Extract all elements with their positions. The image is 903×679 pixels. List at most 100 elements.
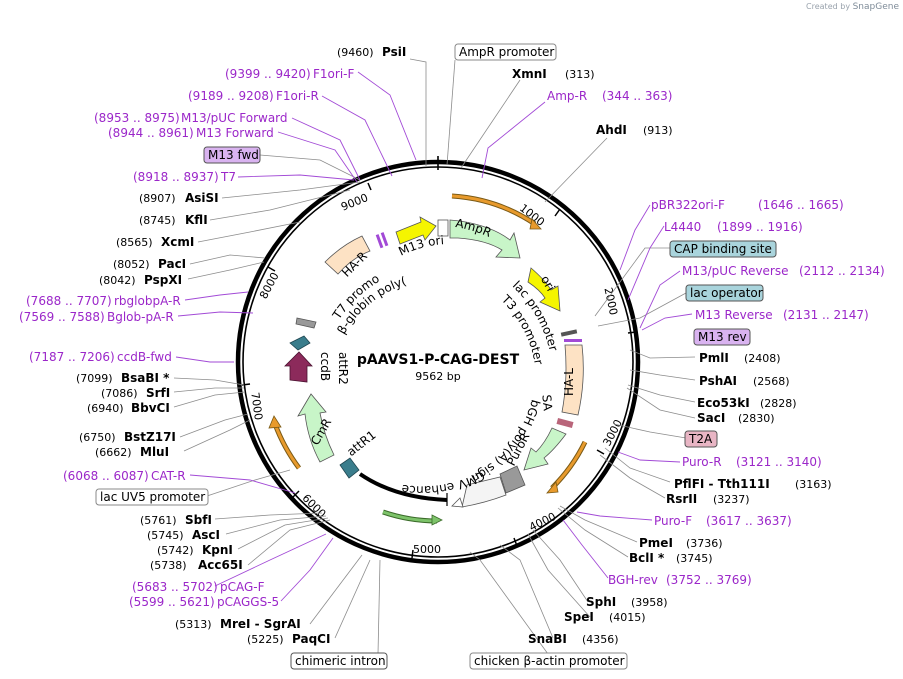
lead-pcaggs-5 xyxy=(280,537,334,602)
box-chimeric-intron[interactable]: chimeric intron xyxy=(290,652,388,670)
enzyme-srfi[interactable]: (7086)SrfI xyxy=(101,386,170,400)
primer-m13-reverse[interactable]: M13 Reverse(2131 .. 2147) xyxy=(695,308,869,322)
enzyme-xcmi[interactable]: (8565)XcmI xyxy=(116,235,194,249)
enzyme-pmei[interactable]: PmeI(3736) xyxy=(639,536,723,550)
box-m13-rev[interactable]: M13 rev xyxy=(693,328,751,346)
feature-cmv-arrow xyxy=(451,497,464,508)
enzyme-rsrii[interactable]: RsrII(3237) xyxy=(666,492,750,506)
boxed-labels[interactable]: AmpR promoter M13 fwd CAP binding site l… xyxy=(95,43,777,670)
enzyme-saci[interactable]: SacI(2830) xyxy=(697,411,775,425)
primer-ccdb-fwd[interactable]: (7187 .. 7206)ccdB-fwd xyxy=(29,350,172,364)
primer-l4440[interactable]: L4440(1899 .. 1916) xyxy=(664,220,803,234)
primer-cat-r[interactable]: (6068 .. 6087)CAT-R xyxy=(63,469,186,483)
box-chicken-actin-promoter[interactable]: chicken β-actin promoter xyxy=(469,652,628,670)
enzyme-name: SbfI xyxy=(185,513,212,527)
primer-labels[interactable]: (9399 .. 9420)F1ori-F (9189 .. 9208)F1or… xyxy=(19,67,885,609)
enzyme-pos: (6940) xyxy=(87,402,124,415)
enzyme-bstz17i[interactable]: (6750)BstZ17I xyxy=(79,430,176,444)
tick-label-7000: 7000 xyxy=(248,391,265,421)
enzyme-acc65i[interactable]: (5738)Acc65I xyxy=(150,558,243,572)
box-text: CAP binding site xyxy=(674,242,772,256)
feature-attr1[interactable] xyxy=(339,457,360,479)
box-ampr-promoter[interactable]: AmpR promoter xyxy=(454,43,557,61)
enzyme-sphi[interactable]: SphI(3958) xyxy=(586,595,668,609)
enzyme-pos: (5225) xyxy=(247,633,284,646)
box-m13-fwd[interactable]: M13 fwd xyxy=(203,146,261,164)
feature-ampr-promoter[interactable] xyxy=(437,219,449,237)
feature-puror[interactable] xyxy=(523,427,567,471)
box-lac-operator[interactable]: lac operator xyxy=(685,284,764,302)
primer-bglob-pa-r[interactable]: (7569 .. 7588)Bglob-pA-R xyxy=(19,310,174,324)
enzyme-kfli[interactable]: (8745)KflI xyxy=(139,213,208,227)
enzyme-pmli[interactable]: PmlI(2408) xyxy=(699,351,781,365)
lead-pflfi xyxy=(604,447,671,483)
lead-paqci xyxy=(334,559,371,639)
feature-ori[interactable] xyxy=(527,267,561,312)
enzyme-labels[interactable]: (9460)PsiI XmnI(313) AhdI(913) PmlI(2408… xyxy=(76,45,832,646)
label-attr2: attR2 xyxy=(336,352,350,385)
enzyme-asisi[interactable]: (8907)AsiSI xyxy=(139,191,219,205)
primer-puro-r[interactable]: Puro-R(3121 .. 3140) xyxy=(682,455,822,469)
feature-bgh-polya[interactable] xyxy=(499,465,526,494)
enzyme-bcli[interactable]: BclI *(3745) xyxy=(629,551,713,565)
primer-m13puc-rev[interactable]: M13/pUC Reverse(2112 .. 2134) xyxy=(682,264,885,278)
box-lac-uv5-promoter[interactable]: lac UV5 promoter xyxy=(95,488,209,506)
enzyme-kpni[interactable]: (5742)KpnI xyxy=(157,543,233,557)
lead-ccdb-fwd xyxy=(175,356,234,363)
feature-chicken-actin-promoter[interactable] xyxy=(358,472,448,502)
enzyme-paqci[interactable]: (5225)PaqCI xyxy=(247,632,330,646)
enzyme-mrei[interactable]: (5313)MreI - SgrAI xyxy=(175,617,301,631)
box-cap-binding-site[interactable]: CAP binding site xyxy=(669,240,777,258)
primer-rbglobpa-r[interactable]: (7688 .. 7707)rbglobpA-R xyxy=(26,294,181,308)
primer-m13-forward[interactable]: (8944 .. 8961)M13 Forward xyxy=(108,126,274,140)
enzyme-spei[interactable]: SpeI(4015) xyxy=(564,610,646,624)
feature-ha-l[interactable] xyxy=(561,344,584,416)
feature-bglob-box[interactable] xyxy=(295,317,317,329)
enzyme-bsabi[interactable]: (7099)BsaBI * xyxy=(76,371,170,385)
primer-f1ori-f[interactable]: (9399 .. 9420)F1ori-F xyxy=(225,67,354,81)
enzyme-ahdi[interactable]: AhdI(913) xyxy=(596,123,673,137)
feature-cmr[interactable] xyxy=(297,393,335,463)
feature-ampr[interactable] xyxy=(449,219,521,259)
enzyme-paci[interactable]: (8052)PacI xyxy=(113,257,186,271)
features[interactable] xyxy=(284,216,584,508)
feature-attr2[interactable] xyxy=(289,335,311,351)
feature-ccdb[interactable] xyxy=(284,351,313,383)
primer-f1ori-r[interactable]: (9189 .. 9208)F1ori-R xyxy=(188,89,319,103)
primer-amp-r[interactable]: Amp-R(344 .. 363) xyxy=(547,89,672,103)
enzyme-bbvci[interactable]: (6940) BbvCI xyxy=(87,401,170,415)
box-bg xyxy=(203,146,261,164)
enzyme-name: BbvCI xyxy=(131,401,170,415)
lead-xcmi xyxy=(197,221,301,243)
enzyme-asci[interactable]: (5745)AscI xyxy=(147,528,220,542)
enzyme-eco53ki[interactable]: Eco53kI(2828) xyxy=(697,396,797,410)
primer-pcag-f[interactable]: (5683 .. 5702)pCAG-F xyxy=(132,580,265,594)
primer-m13puc-fwd[interactable]: (8953 .. 8975)M13/pUC Forward xyxy=(94,111,288,125)
tick-8000 xyxy=(267,266,276,272)
feature-ha-r[interactable] xyxy=(324,235,371,275)
enzyme-snabi[interactable]: SnaBI(4356) xyxy=(528,632,619,646)
primer-pbr322ori-f[interactable]: pBR322ori-F(1646 .. 1665) xyxy=(651,198,844,212)
primer-pcaggs-5[interactable]: (5599 .. 5621)pCAGGS-5 xyxy=(129,595,279,609)
primer-pos: (8953 .. 8975) xyxy=(94,111,180,125)
primer-name: CAT-R xyxy=(151,469,186,483)
box-t2a[interactable]: T2A xyxy=(684,430,718,448)
primer-t7[interactable]: (8918 .. 8937)T7 xyxy=(133,170,236,184)
enzyme-psii[interactable]: (9460)PsiI xyxy=(337,45,406,59)
primer-puro-f[interactable]: Puro-F(3617 .. 3637) xyxy=(654,514,792,528)
enzyme-pspxi[interactable]: (8042)PspXI xyxy=(99,273,182,287)
enzyme-pshai[interactable]: PshAI(2568) xyxy=(699,374,790,388)
lead-sphi xyxy=(532,529,589,603)
feature-m13-ori[interactable] xyxy=(395,216,437,245)
enzyme-xmni[interactable]: XmnI(313) xyxy=(512,67,595,81)
enzyme-mlui[interactable]: (6662)MluI xyxy=(95,445,169,459)
primer-bgh-rev[interactable]: BGH-rev(3752 .. 3769) xyxy=(608,573,752,587)
lead-m13puc-rev xyxy=(639,270,681,329)
enzyme-sbfi[interactable]: (5761)SbfI xyxy=(140,513,212,527)
tick-label-5000: 5000 xyxy=(413,543,441,556)
enzyme-pos: (6662) xyxy=(95,446,132,459)
enzyme-pos: (8745) xyxy=(139,214,176,227)
enzyme-pos: (2568) xyxy=(753,375,790,388)
enzyme-pflfi[interactable]: PflFI - Tth111I(3163) xyxy=(674,477,832,491)
